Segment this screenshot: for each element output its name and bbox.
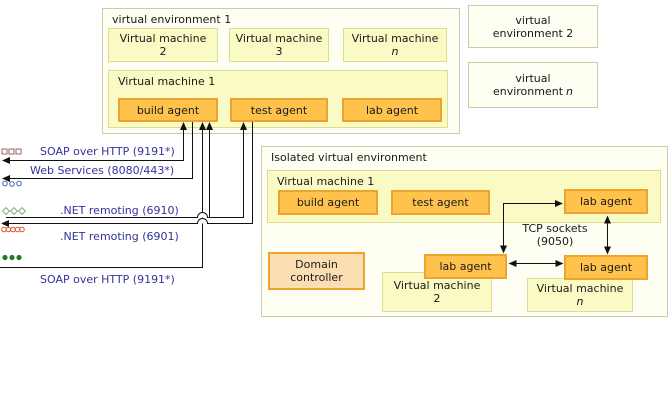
iso-build-agent-box: build agent: [278, 190, 378, 215]
vm-label: Virtual machine: [393, 279, 481, 292]
agent-label: lab agent: [365, 103, 419, 117]
iso-test-agent-box: test agent: [391, 190, 490, 215]
dc-line1: Domain: [295, 258, 338, 271]
ve1-build-agent-box: build agent: [118, 98, 218, 122]
iso-lab-agent-top-box: lab agent: [564, 189, 648, 214]
iso-virtual-machine-n-box: Virtual machine n: [527, 278, 633, 312]
domain-controller-box: Domain controller: [268, 252, 365, 290]
ve2-line2: environment 2: [492, 26, 574, 40]
agent-label: build agent: [136, 103, 200, 117]
agent-label: lab agent: [579, 195, 633, 208]
vm-number: n: [576, 295, 584, 308]
ven-line2: environment: [492, 85, 564, 98]
vm-label: Virtual machine: [536, 282, 624, 295]
agent-label: test agent: [250, 103, 308, 117]
protocol-net-remoting-6910-label: .NET remoting (6910): [60, 204, 179, 217]
virtual-environment-2-box: virtual environment 2: [468, 5, 598, 48]
line-hop-backing: [197, 212, 208, 218]
protocol-soap-9191-top-label: SOAP over HTTP (9191*): [40, 145, 175, 158]
ve1-virtual-machine-3-box: Virtual machine 3: [229, 28, 329, 62]
line-hop-backing: [197, 218, 208, 224]
agent-label: lab agent: [579, 261, 633, 274]
ve1-virtual-machine-n-box: Virtual machine n: [343, 28, 447, 62]
arrowhead-left: [1, 220, 9, 227]
arrowhead-left: [2, 175, 10, 182]
protocol-web-services-label: Web Services (8080/443*): [30, 164, 175, 177]
ven-line1: virtual: [515, 72, 551, 85]
virtual-environment-1-title: virtual environment 1: [112, 13, 232, 26]
protocol-net-remoting-6901-label: .NET remoting (6901): [60, 230, 179, 243]
vm-number: 3: [275, 45, 283, 58]
soap-9191-top-icon: [1, 148, 22, 155]
ve1-test-agent-box: test agent: [230, 98, 328, 122]
agent-label: test agent: [412, 196, 469, 209]
ve1-virtual-machine-1-title: Virtual machine 1: [118, 75, 216, 88]
tcp-sockets-label: TCP sockets (9050): [500, 222, 610, 252]
vm-label: Virtual machine: [235, 32, 323, 45]
vm-number: 2: [433, 292, 441, 305]
net-remoting-6910-icon: [1, 206, 27, 216]
ve1-lab-agent-box: lab agent: [342, 98, 442, 122]
vm-number: 2: [159, 45, 167, 58]
soap-9191-bottom-icon: [2, 254, 22, 261]
agent-label: build agent: [296, 196, 360, 209]
ven-n: n: [566, 85, 574, 98]
net-remoting-6901-icon: [1, 226, 25, 233]
iso-virtual-machine-1-title: Virtual machine 1: [277, 175, 375, 188]
tcp-line1: TCP sockets: [522, 222, 588, 235]
isolated-virtual-environment-title: Isolated virtual environment: [271, 151, 427, 164]
tcp-line2: (9050): [536, 235, 574, 248]
arrowhead-left: [2, 157, 10, 164]
web-services-icon: [2, 180, 22, 187]
vm-label: Virtual machine: [119, 32, 207, 45]
iso-lab-agent-right-box: lab agent: [564, 255, 648, 280]
agent-label: lab agent: [439, 260, 492, 273]
ve1-virtual-machine-2-box: Virtual machine 2: [108, 28, 218, 62]
vm-number: n: [391, 45, 399, 58]
iso-lab-agent-middle-box: lab agent: [424, 254, 507, 279]
vm-label: Virtual machine: [351, 32, 439, 45]
protocol-soap-9191-bottom-label: SOAP over HTTP (9191*): [40, 273, 175, 286]
dc-line2: controller: [290, 271, 343, 284]
ve2-line1: virtual: [515, 13, 551, 27]
